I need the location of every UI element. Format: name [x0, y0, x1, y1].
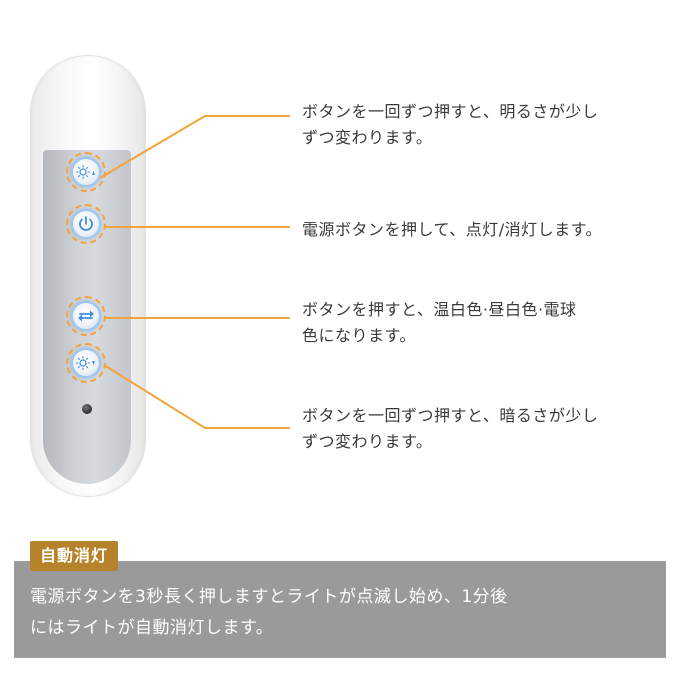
cycle-arrows-icon [78, 310, 94, 322]
led-indicator [82, 404, 92, 414]
brightness-down-highlight [66, 343, 106, 383]
callout-brightness-up: ボタンを一回ずつ押すと、明るさが少し ずつ変わります。 [302, 99, 598, 151]
brightness-down-button[interactable] [71, 348, 101, 378]
callout-text-line: ボタンを押すと、温白色·昼白色·電球 [302, 300, 577, 319]
power-highlight [66, 204, 106, 244]
callout-text-line: 電源ボタンを押して、点灯/消灯します。 [302, 220, 603, 239]
auto-off-panel [14, 561, 666, 658]
color-mode-button[interactable] [71, 301, 101, 331]
color-mode-highlight [66, 296, 106, 336]
power-icon [79, 216, 93, 231]
auto-off-description: 電源ボタンを3秒長く押しますとライトが点滅し始め、1分後 にはライトが自動消灯し… [30, 582, 650, 644]
callout-color-mode: ボタンを押すと、温白色·昼白色·電球 色になります。 [302, 297, 577, 349]
callout-text-line: 色になります。 [302, 326, 416, 345]
power-button[interactable] [71, 209, 101, 239]
callout-text-line: ボタンを一回ずつ押すと、暗るさが少し [302, 406, 599, 425]
callout-power: 電源ボタンを押して、点灯/消灯します。 [302, 217, 602, 243]
auto-off-text-line: 電源ボタンを3秒長く押しますとライトが点滅し始め、1分後 [30, 587, 508, 607]
auto-off-label: 自動消灯 [30, 541, 119, 571]
callout-line-brightness-up [99, 115, 290, 179]
callout-brightness-down: ボタンを一回ずつ押すと、暗るさが少し ずつ変わります。 [302, 403, 598, 455]
brightness-up-button[interactable] [71, 157, 101, 187]
sun-down-icon [75, 355, 95, 371]
callout-text-line: ずつ変わります。 [302, 432, 433, 451]
callout-text-line: ボタンを一回ずつ押すと、明るさが少し [302, 102, 599, 121]
callout-line-brightness-down [103, 364, 290, 429]
sun-up-icon [75, 164, 95, 180]
auto-off-text-line: にはライトが自動消灯します。 [30, 618, 274, 638]
brightness-up-highlight [66, 152, 106, 192]
callout-text-line: ずつ変わります。 [302, 128, 433, 147]
